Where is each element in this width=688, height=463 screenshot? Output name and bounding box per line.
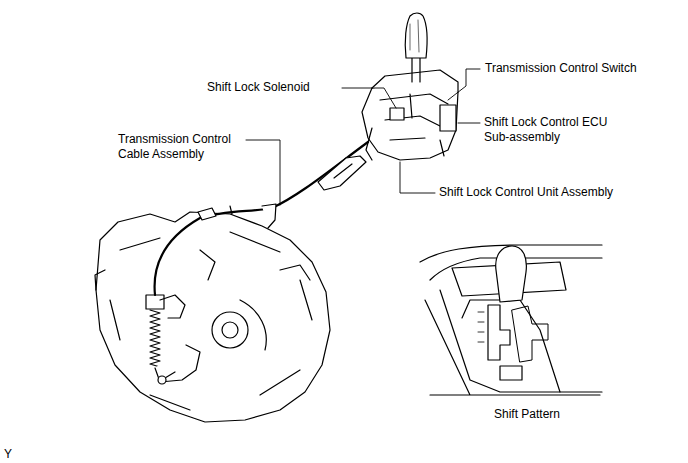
leader-line [458, 123, 480, 124]
shifter-detail [366, 94, 448, 160]
shift-lever-shaft [412, 58, 420, 82]
part-label: Shift Lock Control Unit Assembly [439, 185, 613, 200]
control-rod-spring [150, 310, 160, 367]
leader-line [400, 162, 435, 193]
knob-shading [410, 20, 419, 52]
housing-ribs [95, 265, 310, 290]
control-cable [155, 142, 368, 295]
indicator-slot [334, 164, 352, 178]
leader-line [342, 88, 396, 108]
housing-detail [110, 232, 312, 410]
cable-bracket [198, 204, 276, 228]
ecu-module [440, 105, 456, 131]
shift-knob [405, 13, 427, 58]
figure-code: Y [4, 447, 12, 462]
part-label: Shift Lock Solenoid [207, 80, 310, 95]
transmission-housing [96, 212, 330, 422]
console-outline [420, 245, 602, 395]
lever-bracket-arm [160, 295, 185, 318]
solenoid [390, 108, 404, 120]
shifter-base [362, 80, 458, 160]
part-label: Transmission Control Cable Assembly [118, 132, 246, 162]
lever-bracket [146, 295, 164, 309]
part-label: Transmission Control Switch [485, 61, 637, 76]
console-switch [500, 366, 522, 380]
housing-boss [212, 312, 248, 348]
housing-boss [222, 322, 238, 338]
indicator-plate [318, 156, 366, 190]
gate-pattern [488, 305, 510, 360]
leader-line [246, 140, 280, 205]
pattern-knob [496, 246, 527, 302]
leader-line [448, 69, 480, 100]
console-panel [462, 300, 560, 392]
part-label: Shift Lock Control ECU Sub-assembly [484, 115, 634, 145]
lever-pin [158, 376, 166, 384]
shift-pattern-gate [512, 306, 548, 362]
figure-caption: Shift Pattern [494, 407, 560, 422]
gate-marks [478, 312, 484, 342]
